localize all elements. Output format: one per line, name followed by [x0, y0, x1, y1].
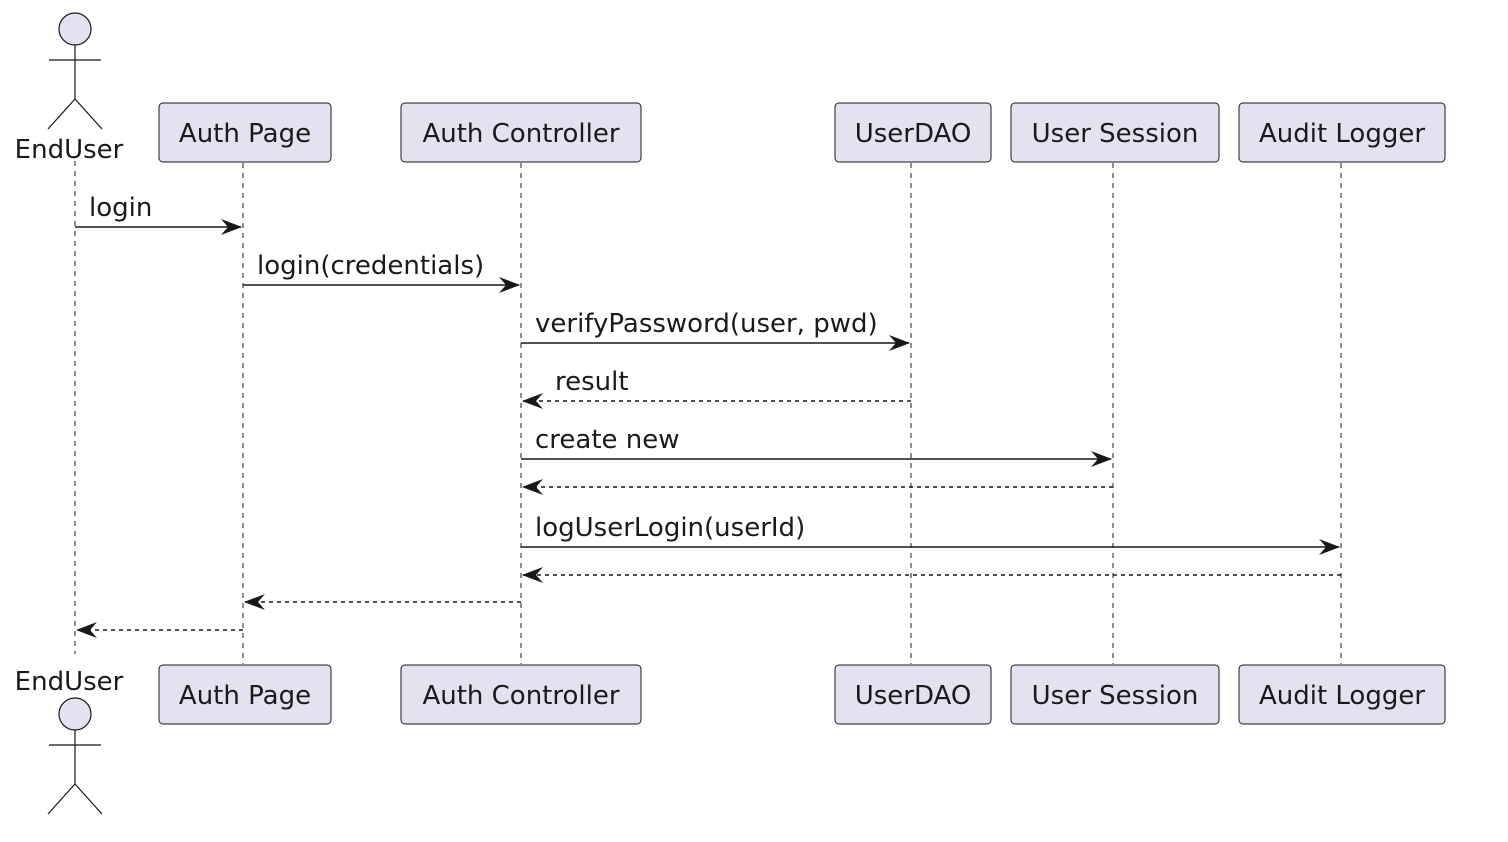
- message-label: result: [555, 367, 629, 397]
- arrowhead: [244, 594, 265, 610]
- participant-userdao-top: UserDAO: [834, 102, 992, 163]
- participant-authcontroller-bottom: Auth Controller: [400, 664, 642, 725]
- actor-label: EndUser: [15, 667, 124, 697]
- participant-label: User Session: [1032, 119, 1199, 149]
- participant-box: [1010, 102, 1220, 163]
- lifelines: [74, 161, 1342, 664]
- arrowhead: [522, 393, 543, 409]
- participant-label: Audit Logger: [1259, 119, 1425, 149]
- participant-label: Auth Controller: [422, 119, 619, 149]
- participant-userdao-bottom: UserDAO: [834, 664, 992, 725]
- participant-box: [158, 102, 332, 163]
- participant-label: Auth Page: [179, 119, 311, 149]
- arrowhead: [522, 567, 543, 583]
- message-5: create new: [521, 425, 1112, 467]
- arrowhead: [499, 277, 520, 293]
- messages: login login(credentials) verifyPassword(us…: [75, 193, 1341, 638]
- actor-right-leg: [74, 98, 103, 130]
- participant-label: Auth Controller: [422, 681, 619, 711]
- participant-label: UserDAO: [855, 119, 972, 149]
- participant-label: UserDAO: [855, 681, 972, 711]
- participant-usersession-bottom: User Session: [1010, 664, 1220, 725]
- actor-left-leg: [47, 98, 76, 130]
- message-10: [76, 622, 243, 638]
- actor-head: [58, 697, 92, 731]
- message-9: [244, 594, 521, 610]
- arrowhead: [522, 479, 543, 495]
- message-label: login(credentials): [257, 251, 484, 281]
- actor-enduser-top: EndUser: [15, 12, 124, 165]
- message-7: logUserLogin(userId): [521, 513, 1340, 555]
- participant-box: [1238, 102, 1446, 163]
- message-label: verifyPassword(user, pwd): [535, 309, 878, 339]
- participant-box: [158, 664, 332, 725]
- arrowhead: [1319, 539, 1340, 555]
- participant-label: User Session: [1032, 681, 1199, 711]
- participant-auditlogger-top: Audit Logger: [1238, 102, 1446, 163]
- arrowhead: [76, 622, 97, 638]
- participant-label: Audit Logger: [1259, 681, 1425, 711]
- message-4: result: [522, 367, 911, 409]
- message-3: verifyPassword(user, pwd): [521, 309, 910, 351]
- message-label: logUserLogin(userId): [535, 513, 805, 543]
- participant-box: [400, 102, 642, 163]
- participant-usersession-top: User Session: [1010, 102, 1220, 163]
- participant-box: [1238, 664, 1446, 725]
- participant-auditlogger-bottom: Audit Logger: [1238, 664, 1446, 725]
- arrowhead: [1091, 451, 1112, 467]
- participant-box: [400, 664, 642, 725]
- participant-label: Auth Page: [179, 681, 311, 711]
- actor-right-leg: [74, 783, 103, 815]
- actor-left-leg: [47, 783, 76, 815]
- actor-label: EndUser: [15, 135, 124, 165]
- message-2: login(credentials): [243, 251, 520, 293]
- message-1: login: [75, 193, 242, 235]
- message-6: [522, 479, 1113, 495]
- participant-authpage-bottom: Auth Page: [158, 664, 332, 725]
- arrowhead: [889, 335, 910, 351]
- actor-head: [58, 12, 92, 46]
- actor-enduser-bottom: EndUser: [15, 667, 124, 815]
- participant-box: [834, 102, 992, 163]
- arrowhead: [221, 219, 242, 235]
- message-8: [522, 567, 1341, 583]
- participant-box: [1010, 664, 1220, 725]
- participant-authpage-top: Auth Page: [158, 102, 332, 163]
- message-label: create new: [535, 425, 680, 455]
- message-label: login: [89, 193, 152, 223]
- participant-authcontroller-top: Auth Controller: [400, 102, 642, 163]
- participant-box: [834, 664, 992, 725]
